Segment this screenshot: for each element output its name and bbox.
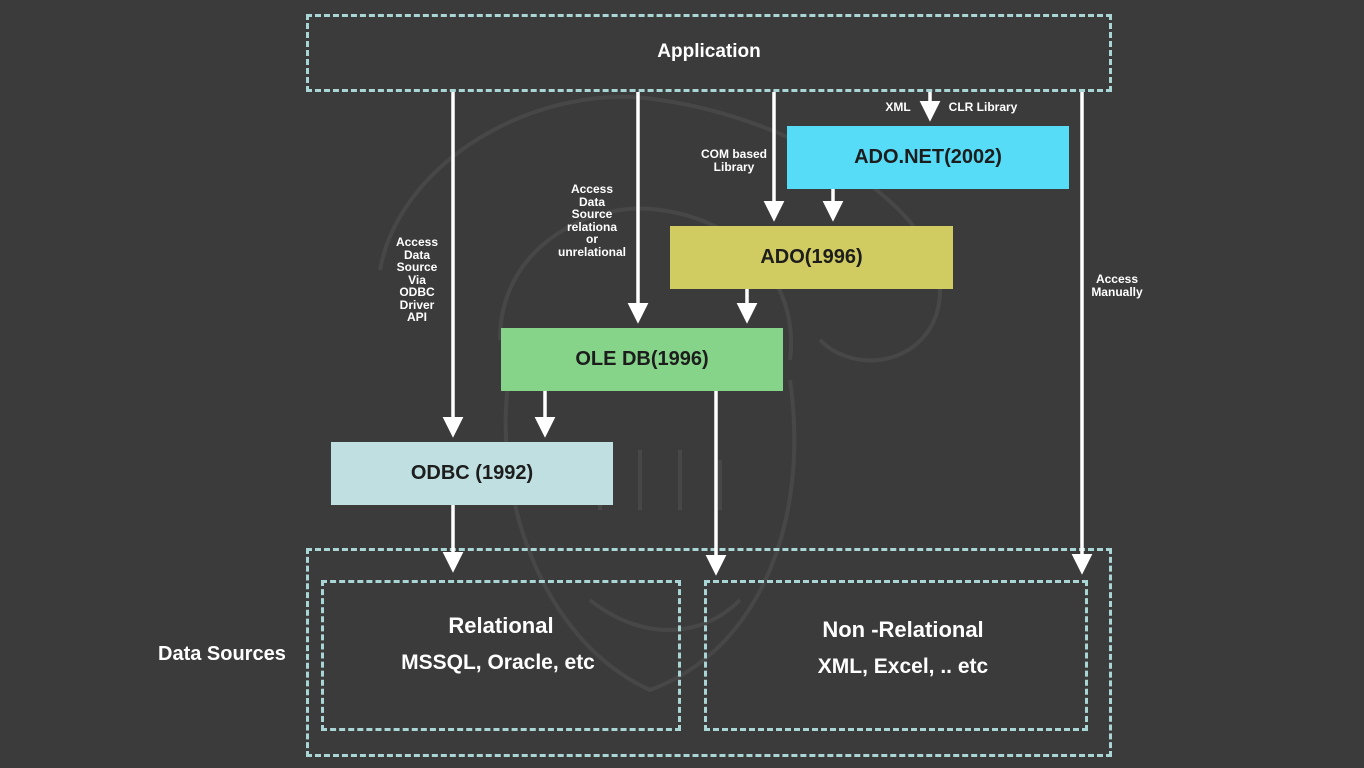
- data-sources-label: Data Sources: [158, 643, 286, 665]
- edge-label-odbc-access: Access Data Source Via ODBC Driver API: [395, 235, 439, 324]
- relational-examples: MSSQL, Oracle, etc: [401, 651, 595, 674]
- edge-label-oledb-access: Access Data Source relationa or unrelati…: [557, 182, 626, 259]
- application-label: Application: [657, 41, 761, 62]
- oledb-box: OLE DB(1996): [501, 328, 783, 391]
- application-box: Application: [306, 14, 1112, 92]
- oledb-label: OLE DB(1996): [575, 348, 709, 370]
- odbc-label: ODBC (1992): [410, 462, 534, 484]
- ado-box: ADO(1996): [670, 226, 953, 289]
- edge-label-com-based: COM based Library: [700, 147, 767, 174]
- data-sources-container: [306, 548, 1112, 757]
- relational-title: Relational: [448, 613, 554, 638]
- non-relational-examples: XML, Excel, .. etc: [817, 655, 989, 678]
- ado-label: ADO(1996): [760, 246, 863, 268]
- edge-label-manual: Access Manually: [1091, 272, 1143, 299]
- edge-label-clr-library: CLR Library: [948, 100, 1018, 114]
- odbc-box: ODBC (1992): [331, 442, 613, 505]
- adonet-label: ADO.NET(2002): [854, 146, 1002, 168]
- edge-label-xml: XML: [885, 100, 911, 114]
- non-relational-title: Non -Relational: [822, 617, 984, 642]
- relational-source-box: [321, 580, 681, 731]
- non-relational-source-box: [704, 580, 1088, 731]
- adonet-box: ADO.NET(2002): [787, 126, 1069, 189]
